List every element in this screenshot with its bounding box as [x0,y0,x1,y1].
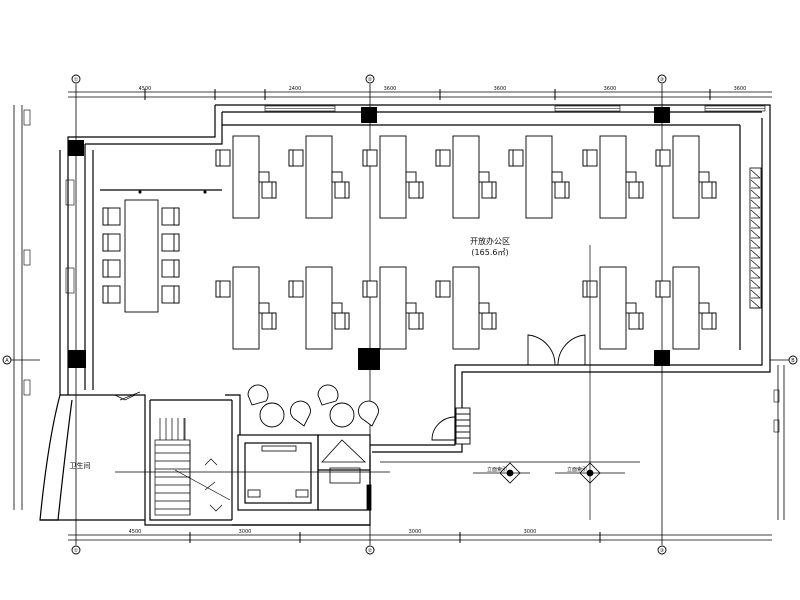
side-room-label: 卫生间 [70,461,91,470]
grid-bubble-left: A [2,355,12,365]
detail-tag: 立面索引 [555,462,625,484]
door-swing [431,416,456,441]
grid-bubble-right: B [788,355,798,365]
meeting-chair [161,285,180,304]
windows [23,105,780,433]
dim-label: 2400 [289,86,302,92]
room-area-label: (165.6㎡) [471,248,508,257]
grid-bubbles: ① ② ③ ① ② ③ A B [2,74,798,555]
workstation [582,135,644,219]
workstation [215,135,277,219]
lounge-chair [358,400,379,427]
elevator [247,439,372,511]
columns [68,107,670,370]
workstation [288,266,350,350]
detail-tag-label: 立面索引 [567,466,587,473]
dim-label: 3000 [409,529,422,535]
lounge-seating [247,384,379,428]
lounge-chair [290,400,311,427]
dim-label: 3600 [604,86,617,92]
meeting-chair [161,233,180,252]
svg-text:B: B [791,358,795,364]
svg-text:③: ③ [660,548,664,554]
column [654,107,670,123]
stairs [154,418,231,516]
grid-bubble-bottom-2: ② [365,545,375,555]
workstation-group [215,135,717,350]
workstation [435,266,497,350]
svg-text:③: ③ [660,77,664,83]
workstation [288,135,350,219]
cabinet-hatch [750,169,761,309]
round-table [329,402,355,428]
lounge-chair [317,384,339,406]
dimension-text-top: 4500 2400 3600 3600 3600 3600 [139,86,747,92]
workstation [215,266,277,350]
workstation [362,135,424,219]
column [654,350,670,366]
detail-tag: 立面索引 [473,462,530,484]
walls [39,104,771,526]
door-swing [557,334,586,366]
dimension-text-bottom: 4500 3000 3000 3000 [129,529,537,535]
svg-text:②: ② [368,548,373,554]
grid-bubble-bottom-1: ① [71,545,81,555]
workstation [362,266,424,350]
grid-bubble-top-1: ① [71,74,81,84]
svg-text:A: A [5,358,9,364]
meeting-table [102,199,180,313]
svg-text:①: ① [74,77,79,83]
meeting-chair [102,233,121,252]
workstation [655,135,717,219]
column [68,350,86,368]
door-swing [527,334,556,366]
doors [431,334,586,445]
workstation [655,266,717,350]
grid-bubble-bottom-3: ③ [657,545,667,555]
detail-tag-label: 立面索引 [487,466,507,473]
dim-label: 3600 [734,86,747,92]
lounge-chair [247,384,269,406]
dim-label: 4500 [129,529,142,535]
dim-label: 3000 [524,529,537,535]
meeting-chair [161,259,180,278]
meeting-chair [102,259,121,278]
dim-label: 3600 [384,86,397,92]
grid-bubble-top-2: ② [365,74,375,84]
round-table [259,402,285,428]
workstation [582,266,644,350]
column [68,140,84,156]
meeting-chair [102,207,121,226]
column [361,107,377,123]
grid-bubble-top-3: ③ [657,74,667,84]
dim-label: 3000 [239,529,252,535]
svg-text:①: ① [74,548,79,554]
dim-label: 3600 [494,86,507,92]
dim-label: 4500 [139,86,152,92]
workstation [508,135,570,219]
svg-text:②: ② [368,77,373,83]
room-name-label: 开放办公区 [470,236,510,246]
meeting-chair [102,285,121,304]
meeting-chair [161,207,180,226]
column [358,348,380,370]
workstation [435,135,497,219]
